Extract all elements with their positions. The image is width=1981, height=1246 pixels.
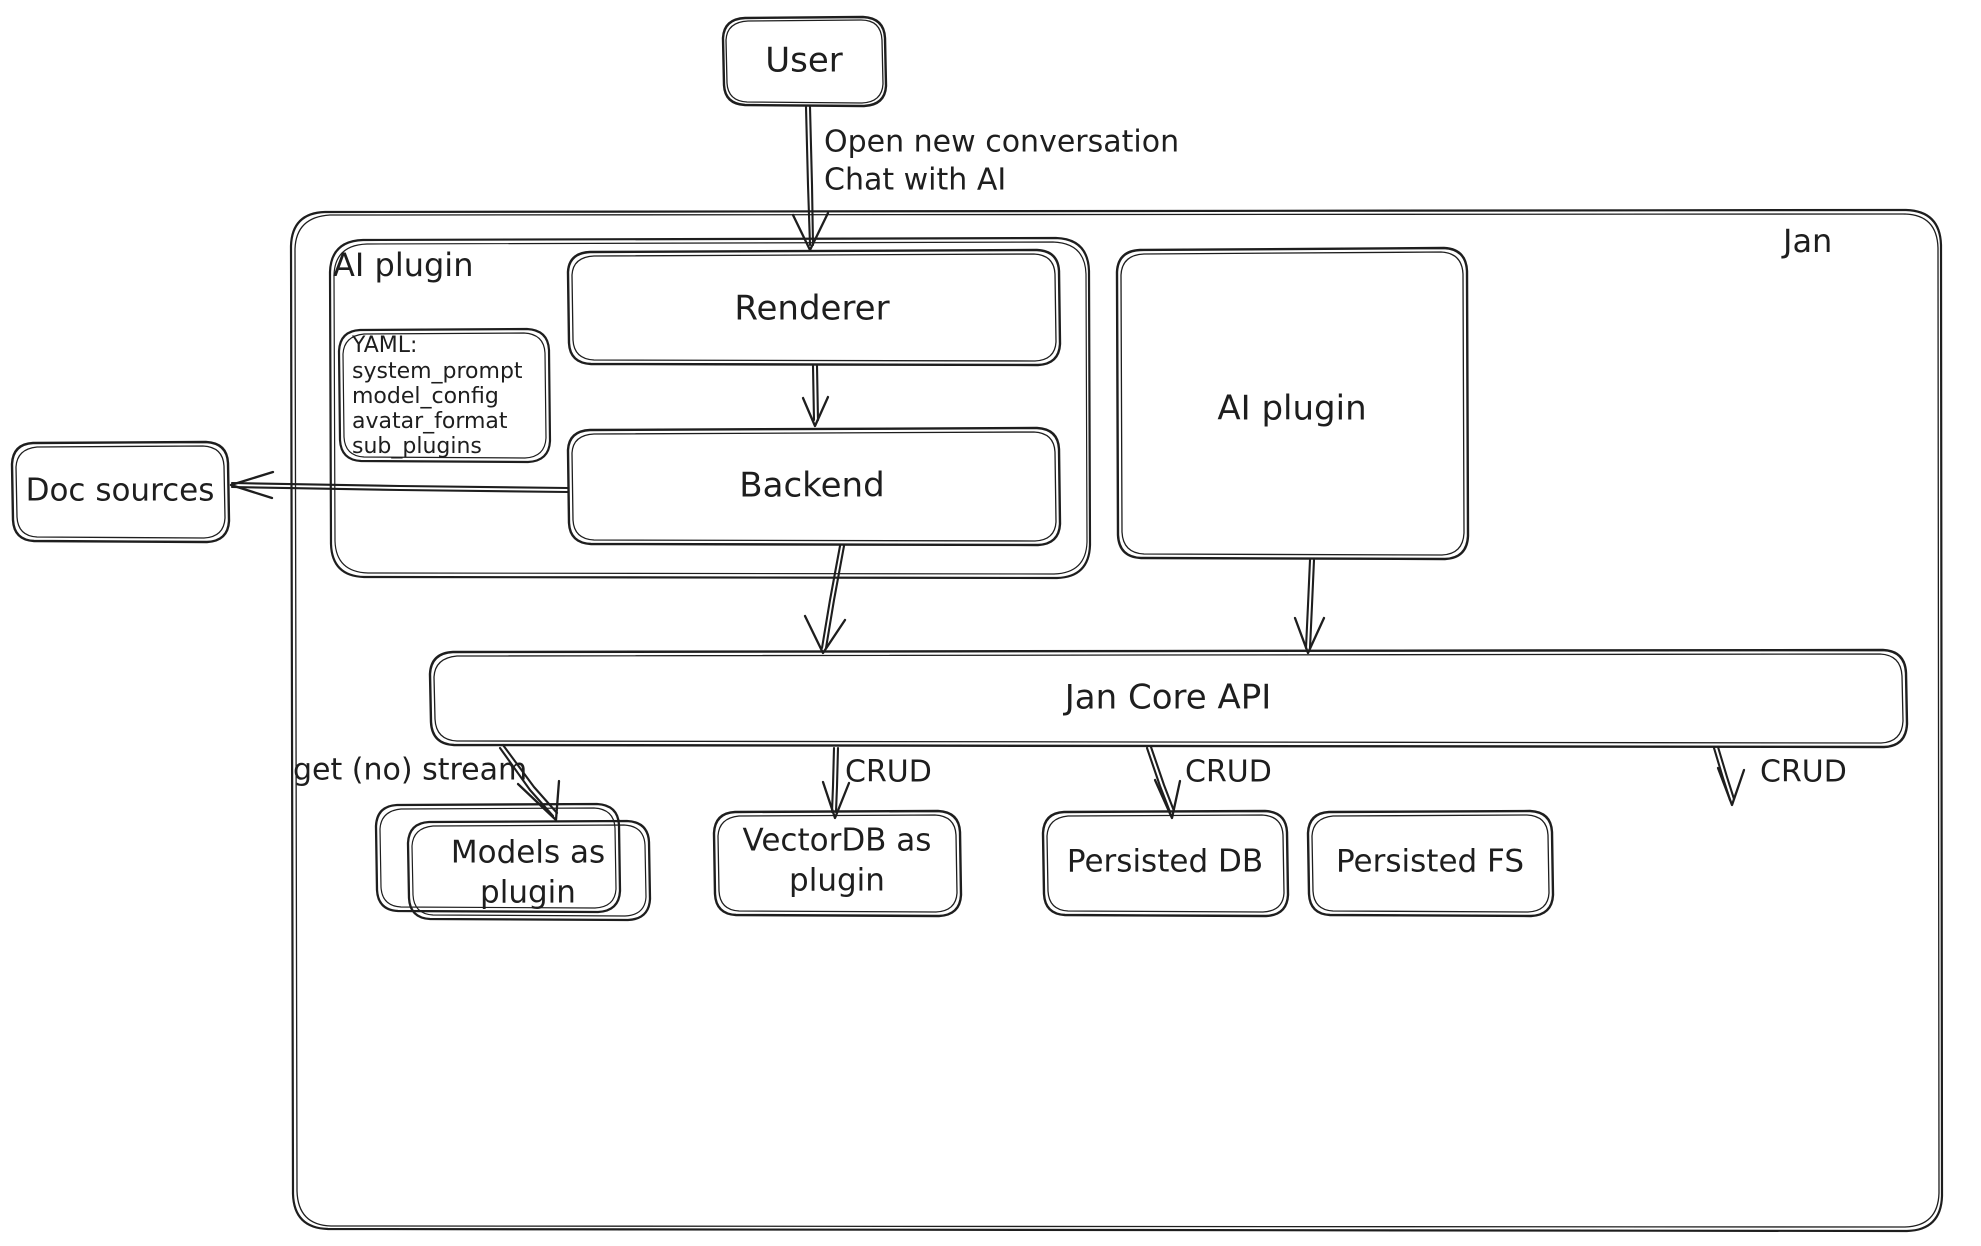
vectordb-as-plugin-label-line1: VectorDB as xyxy=(743,823,932,859)
backend-label: Backend xyxy=(739,466,884,506)
edge-backend-to-core-api xyxy=(803,544,847,655)
persisted-db-label: Persisted DB xyxy=(1067,844,1263,880)
node-ai-plugin-box[interactable] xyxy=(1115,246,1470,561)
edge-backend-to-doc-sources xyxy=(229,470,570,500)
node-renderer[interactable] xyxy=(566,248,1062,367)
yaml-card-title: YAML: xyxy=(351,333,417,358)
vectordb-as-plugin-label-line2: plugin xyxy=(789,863,885,899)
models-as-plugin-label-line2: plugin xyxy=(480,875,576,911)
doc-sources-label: Doc sources xyxy=(26,473,215,509)
edge-core-api-to-persisted-fs xyxy=(1712,745,1746,807)
node-backend[interactable] xyxy=(566,426,1062,547)
models-as-plugin-label-line1: Models as xyxy=(451,835,605,871)
edge-ai-plugin-to-core-api xyxy=(1293,558,1326,655)
edge-core-api-to-persisted-db xyxy=(1145,745,1182,820)
node-yaml-card[interactable] xyxy=(337,327,552,464)
persisted-fs-label: Persisted FS xyxy=(1336,844,1524,880)
edge-label-get-no-stream: get (no) stream xyxy=(293,753,527,788)
node-ai-plugin-group[interactable] xyxy=(328,236,1092,580)
yaml-item-model-config: model_config xyxy=(352,384,499,409)
ai-plugin-box-label: AI plugin xyxy=(1217,389,1366,429)
node-persisted-db[interactable] xyxy=(1041,809,1290,918)
edge-label-user-to-renderer-line2: Chat with AI xyxy=(824,163,1006,198)
yaml-item-sub-plugins: sub_plugins xyxy=(352,434,482,459)
node-persisted-fs[interactable] xyxy=(1306,809,1555,918)
edge-label-user-to-renderer-line1: Open new conversation xyxy=(824,125,1179,160)
edge-label-crud-vectordb: CRUD xyxy=(845,755,932,790)
node-vectordb-as-plugin[interactable] xyxy=(712,809,963,918)
node-user[interactable] xyxy=(721,15,900,108)
node-models-as-plugin[interactable] xyxy=(374,802,652,922)
node-doc-sources[interactable] xyxy=(10,440,231,544)
ai-plugin-group-label: AI plugin xyxy=(333,246,473,284)
edge-core-api-to-vectordb xyxy=(821,746,851,820)
edge-user-to-renderer xyxy=(791,105,830,252)
yaml-item-avatar-format: avatar_format xyxy=(352,409,508,434)
user-label: User xyxy=(765,41,843,81)
yaml-item-system-prompt: system_prompt xyxy=(352,359,523,384)
jan-core-api-label: Jan Core API xyxy=(1063,678,1272,718)
edge-label-crud-persisted-db: CRUD xyxy=(1185,755,1272,790)
node-jan-core-api[interactable] xyxy=(428,648,1909,749)
node-jan-container[interactable] xyxy=(289,208,1944,1233)
edge-label-crud-persisted-fs: CRUD xyxy=(1760,755,1847,790)
edge-renderer-to-backend xyxy=(801,364,830,428)
jan-container-label: Jan xyxy=(1781,222,1832,260)
renderer-label: Renderer xyxy=(734,289,889,329)
